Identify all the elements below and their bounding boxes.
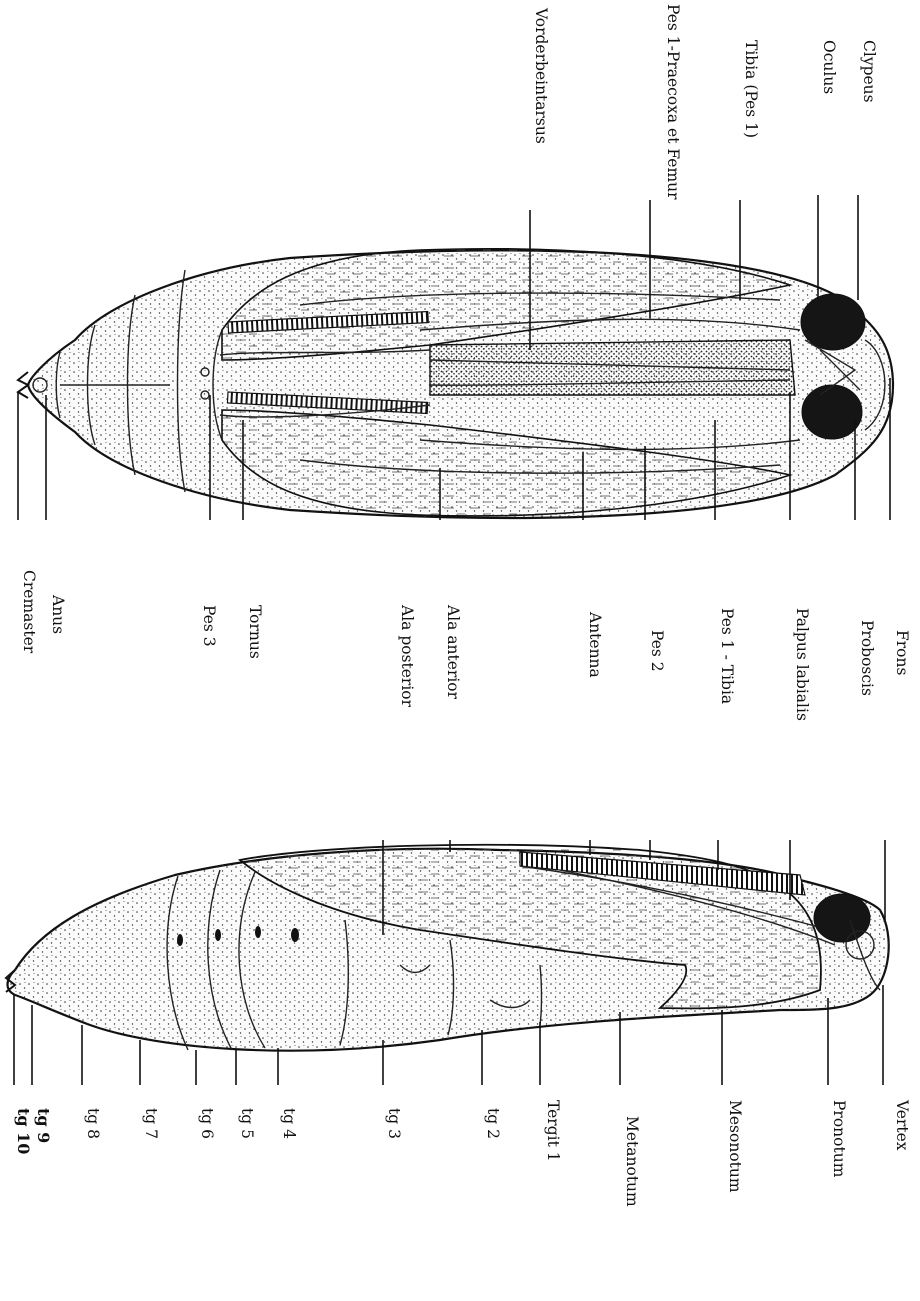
label-tg5: tg 5 — [238, 1108, 256, 1139]
label-tibia-pes1: Tibia (Pes 1) — [742, 40, 760, 138]
pupa-lateral-view — [6, 845, 889, 1051]
label-pes1-praecoxa: Pes 1-Praecoxa et Femur — [664, 4, 682, 200]
proboscis-strip — [430, 340, 795, 395]
label-proboscis: Proboscis — [858, 620, 876, 696]
label-tg2: tg 2 — [484, 1108, 502, 1139]
label-ala-posterior: Ala posterior — [398, 604, 416, 708]
label-tg6: tg 6 — [198, 1108, 216, 1139]
eye-lower — [802, 385, 862, 439]
label-ala-anterior: Ala anterior — [444, 604, 462, 700]
label-tergit1: Tergit 1 — [544, 1100, 562, 1162]
top-labels-above: Clypeus Oculus Tibia (Pes 1) Pes 1-Praec… — [532, 4, 878, 200]
label-tg10: tg 10 — [14, 1108, 33, 1154]
side-labels: Vertex Pronotum Mesonotum Metanotum Terg… — [14, 1099, 911, 1207]
top-labels-below: Frons Proboscis Palpus labialis Pes 1 - … — [20, 570, 911, 721]
label-antenna: Antenna — [586, 611, 604, 678]
eye-lateral — [814, 894, 870, 942]
label-pes1-tibia: Pes 1 - Tibia — [718, 608, 736, 704]
label-anus: Anus — [49, 594, 67, 634]
label-frons: Frons — [893, 630, 911, 675]
label-cremaster: Cremaster — [20, 570, 38, 654]
label-tg9: tg 9 — [34, 1108, 53, 1143]
label-vorderbeintarsus: Vorderbeintarsus — [532, 7, 550, 144]
label-tg3: tg 3 — [385, 1108, 403, 1139]
label-tg7: tg 7 — [142, 1108, 160, 1139]
label-tornus: Tornus — [246, 605, 264, 659]
label-clypeus: Clypeus — [860, 40, 878, 103]
label-mesonotum: Mesonotum — [726, 1100, 744, 1193]
label-oculus: Oculus — [820, 40, 838, 94]
label-pes3: Pes 3 — [200, 605, 218, 647]
label-tg4: tg 4 — [280, 1108, 298, 1139]
label-palpus-labialis: Palpus labialis — [793, 608, 811, 721]
label-metanotum: Metanotum — [623, 1116, 641, 1207]
label-pronotum: Pronotum — [830, 1100, 848, 1178]
eye-upper — [801, 294, 865, 350]
label-vertex: Vertex — [893, 1099, 911, 1151]
pupa-ventral-view — [18, 249, 893, 518]
label-tg8: tg 8 — [84, 1108, 102, 1139]
label-pes2: Pes 2 — [648, 630, 666, 672]
